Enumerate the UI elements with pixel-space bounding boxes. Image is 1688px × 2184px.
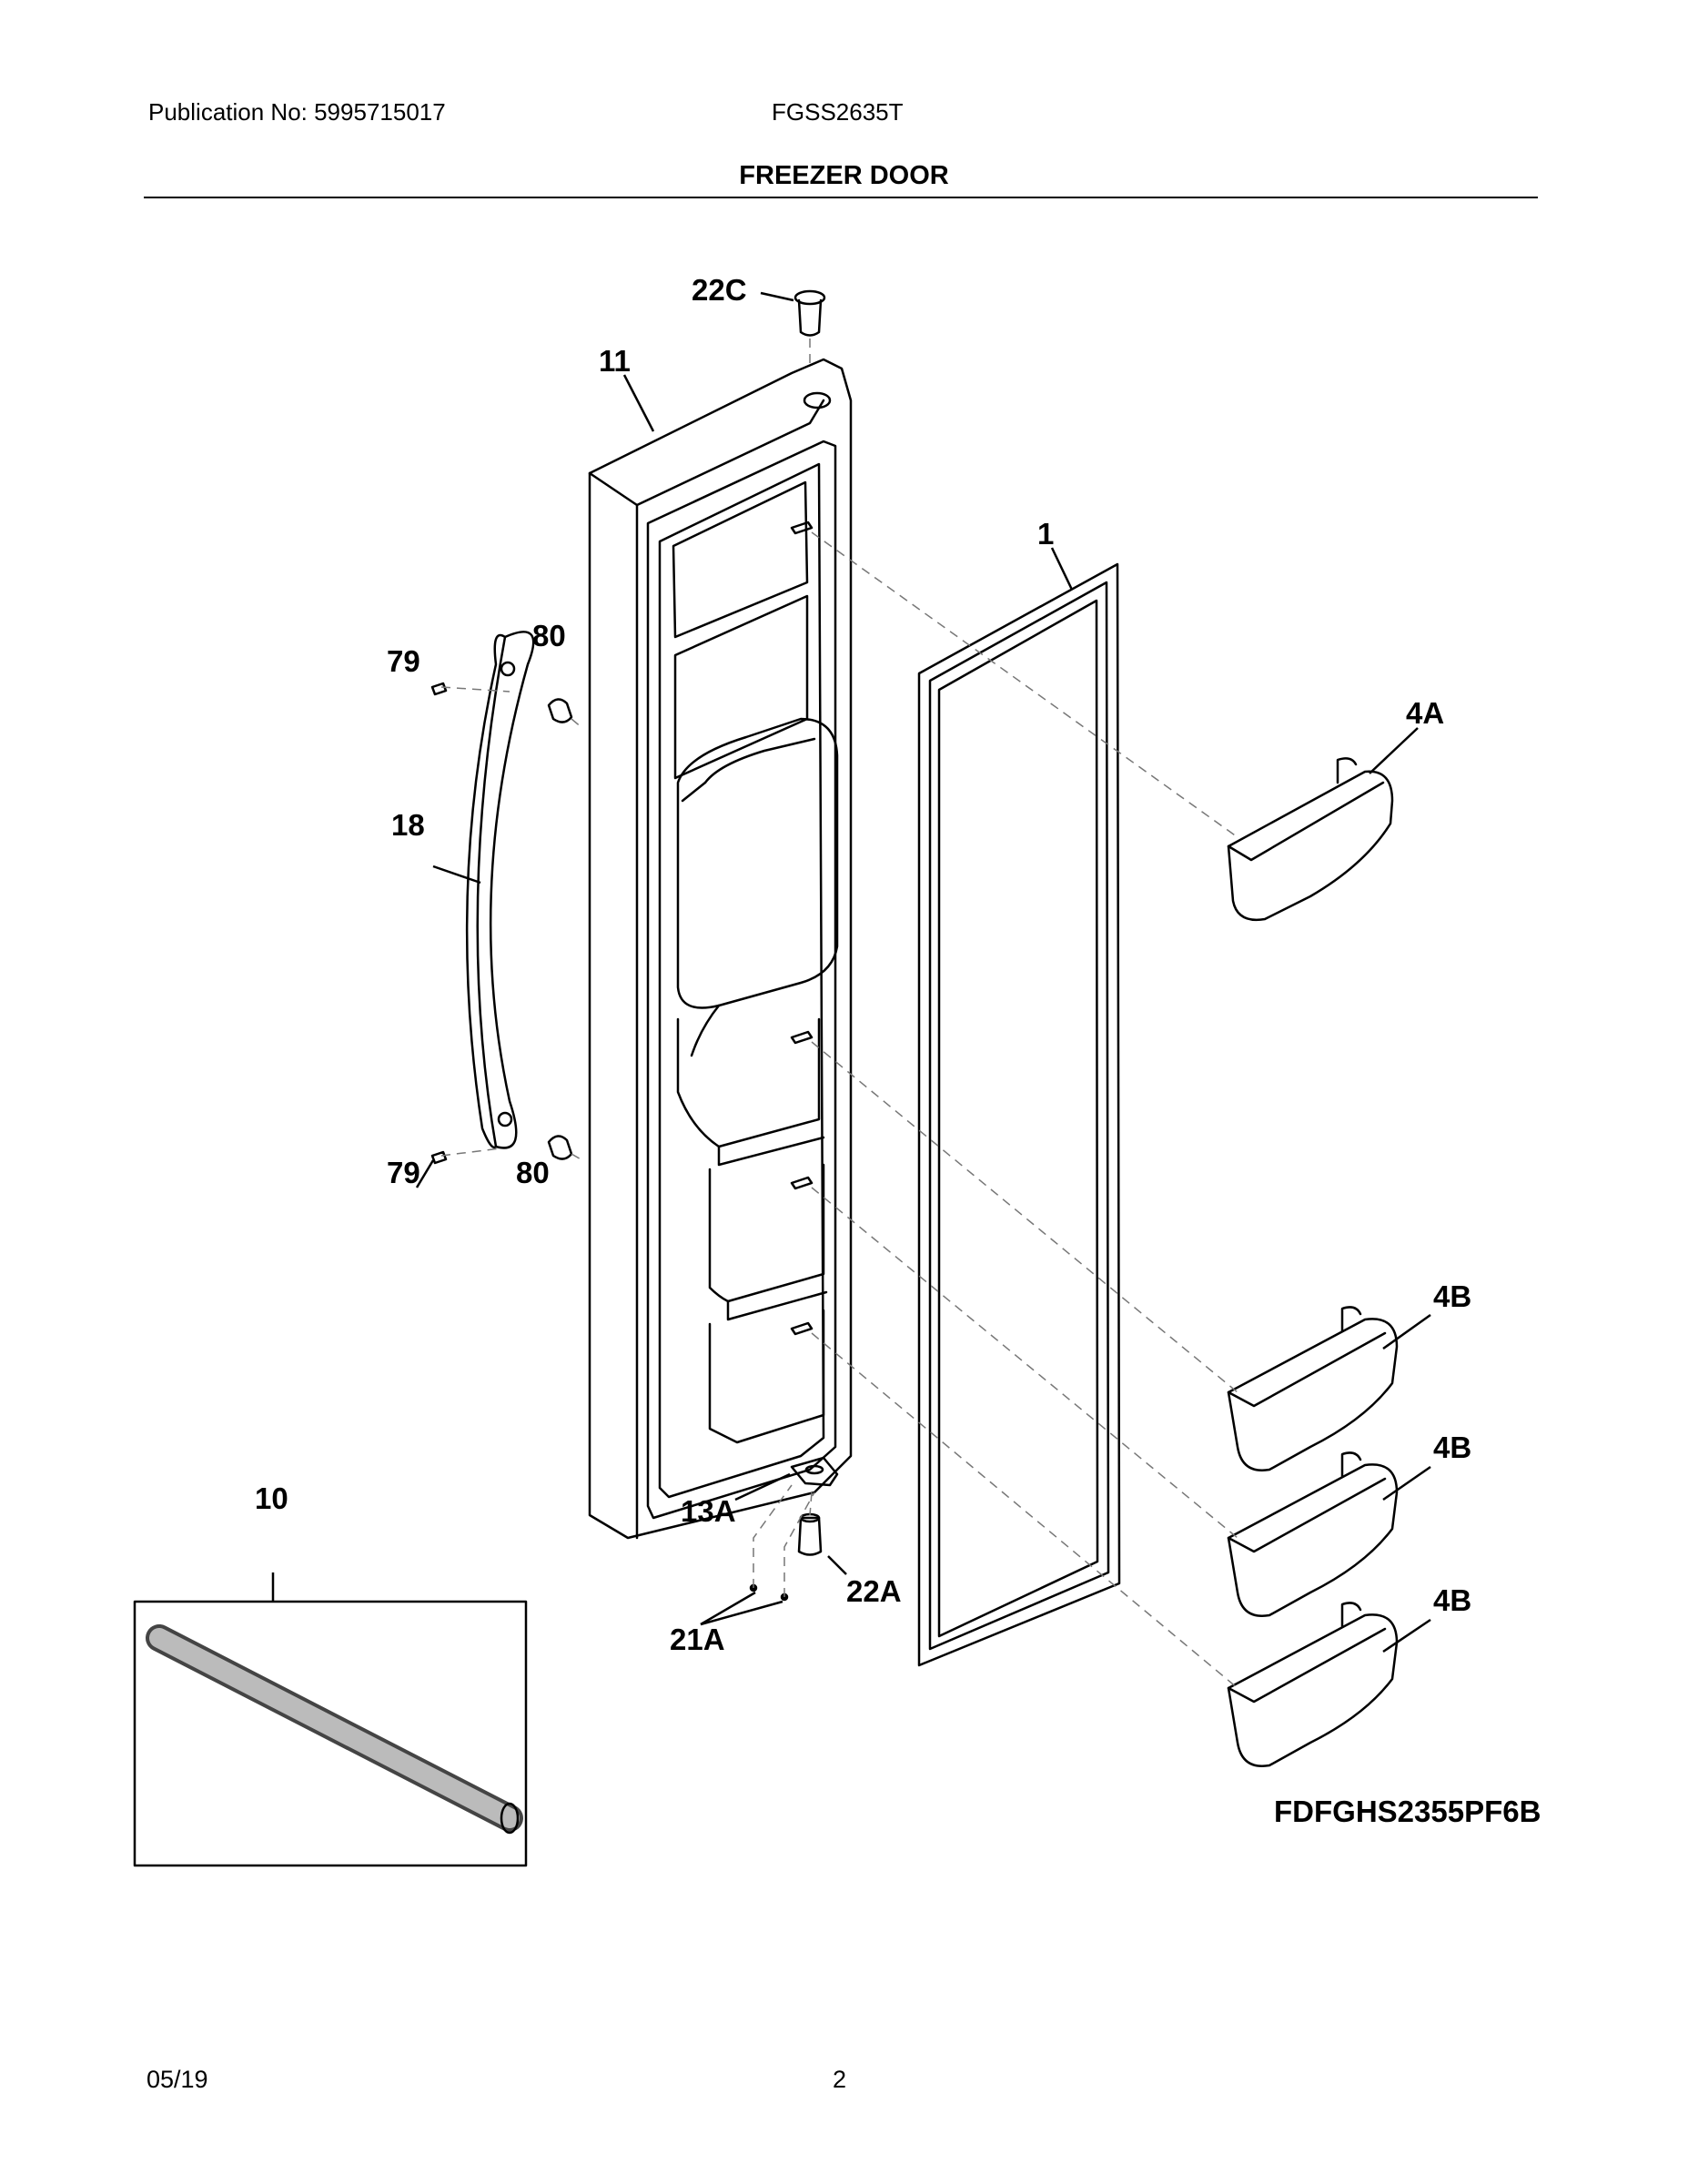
door-bin-4a [1227, 757, 1394, 922]
callout-1: 1 [1037, 517, 1054, 551]
callout-4b-3: 4B [1433, 1583, 1471, 1617]
publication-number: Publication No: 5995715017 [148, 98, 446, 126]
callout-18: 18 [391, 808, 425, 842]
footer-date: 05/19 [147, 2066, 208, 2093]
bottom-hinge-plate-13a [790, 1456, 839, 1487]
hinge-pin-22a [797, 1512, 823, 1556]
handle-mounts-80 [547, 698, 573, 1160]
callout-21a: 21A [670, 1623, 725, 1656]
callout-22a: 22A [846, 1574, 902, 1608]
callout-10: 10 [255, 1481, 288, 1515]
page-number: 2 [833, 2066, 847, 2093]
page-title: FREEZER DOOR [739, 161, 949, 190]
callout-80-bottom: 80 [516, 1156, 550, 1189]
callout-4b-2: 4B [1433, 1431, 1471, 1464]
door-bin-4b-3 [1227, 1602, 1399, 1767]
callout-79-top: 79 [387, 644, 420, 678]
handle-screws-79 [430, 682, 448, 1165]
callout-80-top: 80 [532, 619, 566, 652]
callout-79-bottom: 79 [387, 1156, 420, 1189]
water-tube-kit [133, 1600, 528, 1867]
freezer-door-assembly [588, 358, 853, 1540]
top-hinge-bushing-22c [793, 289, 826, 337]
door-gasket [917, 562, 1121, 1667]
door-handle [465, 631, 535, 1149]
callout-11: 11 [599, 344, 631, 378]
hinge-screws-21a [749, 1583, 789, 1602]
callout-22c: 22C [692, 273, 747, 307]
figure-code: FDFGHS2355PF6B [1274, 1795, 1541, 1828]
callout-4b-1: 4B [1433, 1279, 1471, 1313]
door-bin-4b-2 [1227, 1451, 1399, 1617]
model-number: FGSS2635T [772, 98, 904, 126]
callout-4a: 4A [1406, 696, 1444, 730]
door-bin-4b-1 [1227, 1306, 1399, 1471]
callout-13a: 13A [681, 1494, 736, 1528]
header-rule [144, 197, 1538, 198]
